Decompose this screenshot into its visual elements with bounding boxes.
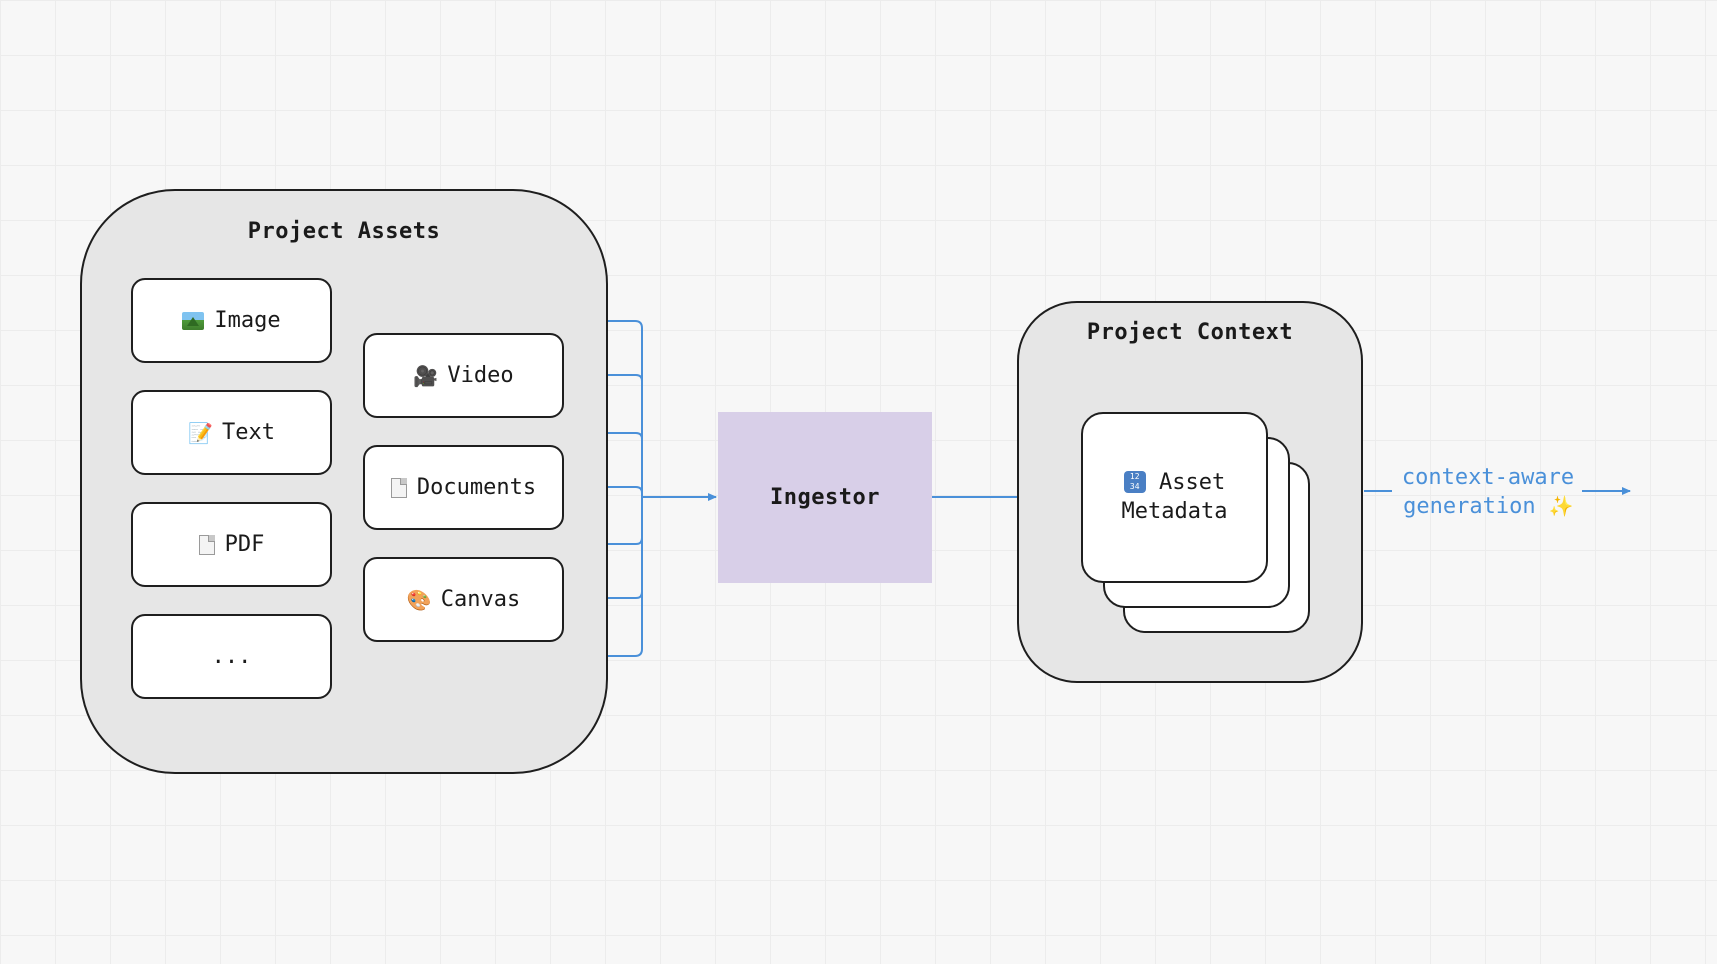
asset-documents-label: Documents [416,475,537,500]
project-assets-title: Project Assets [247,219,441,244]
connector-video [563,374,643,382]
connector-text [331,432,643,440]
ingestor-label: Ingestor [770,485,880,510]
asset-text[interactable]: 📝 Text [131,390,332,475]
asset-image[interactable]: Image [131,278,332,363]
connector-more [331,490,643,657]
project-context-title: Project Context [1086,320,1294,345]
asset-more[interactable]: ... [131,614,332,699]
ingestor-node[interactable]: Ingestor [718,412,932,583]
output-line2: generation [1403,494,1536,519]
output-label: context-aware generation ✨ [1388,463,1588,521]
output-line1: context-aware [1401,465,1575,490]
sparkles-icon: ✨ [1548,494,1574,518]
connector-image [331,320,643,490]
asset-video[interactable]: 🎥 Video [363,333,564,418]
movie-camera-icon: 🎥 [413,363,439,388]
asset-documents[interactable]: Documents [363,445,564,530]
asset-pdf[interactable]: PDF [131,502,332,587]
asset-video-label: Video [447,363,514,388]
metadata-card-front[interactable] [1081,412,1268,583]
asset-more-label: ... [211,644,252,669]
asset-canvas-label: Canvas [440,587,521,612]
asset-canvas[interactable]: 🎨 Canvas [363,557,564,642]
metadata-line2: Metadata [1121,499,1228,524]
framed-picture-icon [182,311,205,330]
artist-palette-icon: 🎨 [406,587,432,612]
asset-image-label: Image [214,308,281,333]
metadata-line1: Asset [1159,470,1226,495]
memo-icon: 📝 [188,420,213,445]
asset-text-label: Text [222,420,275,445]
page-icon [390,477,407,498]
asset-pdf-label: PDF [224,532,265,557]
page-icon [198,534,215,555]
